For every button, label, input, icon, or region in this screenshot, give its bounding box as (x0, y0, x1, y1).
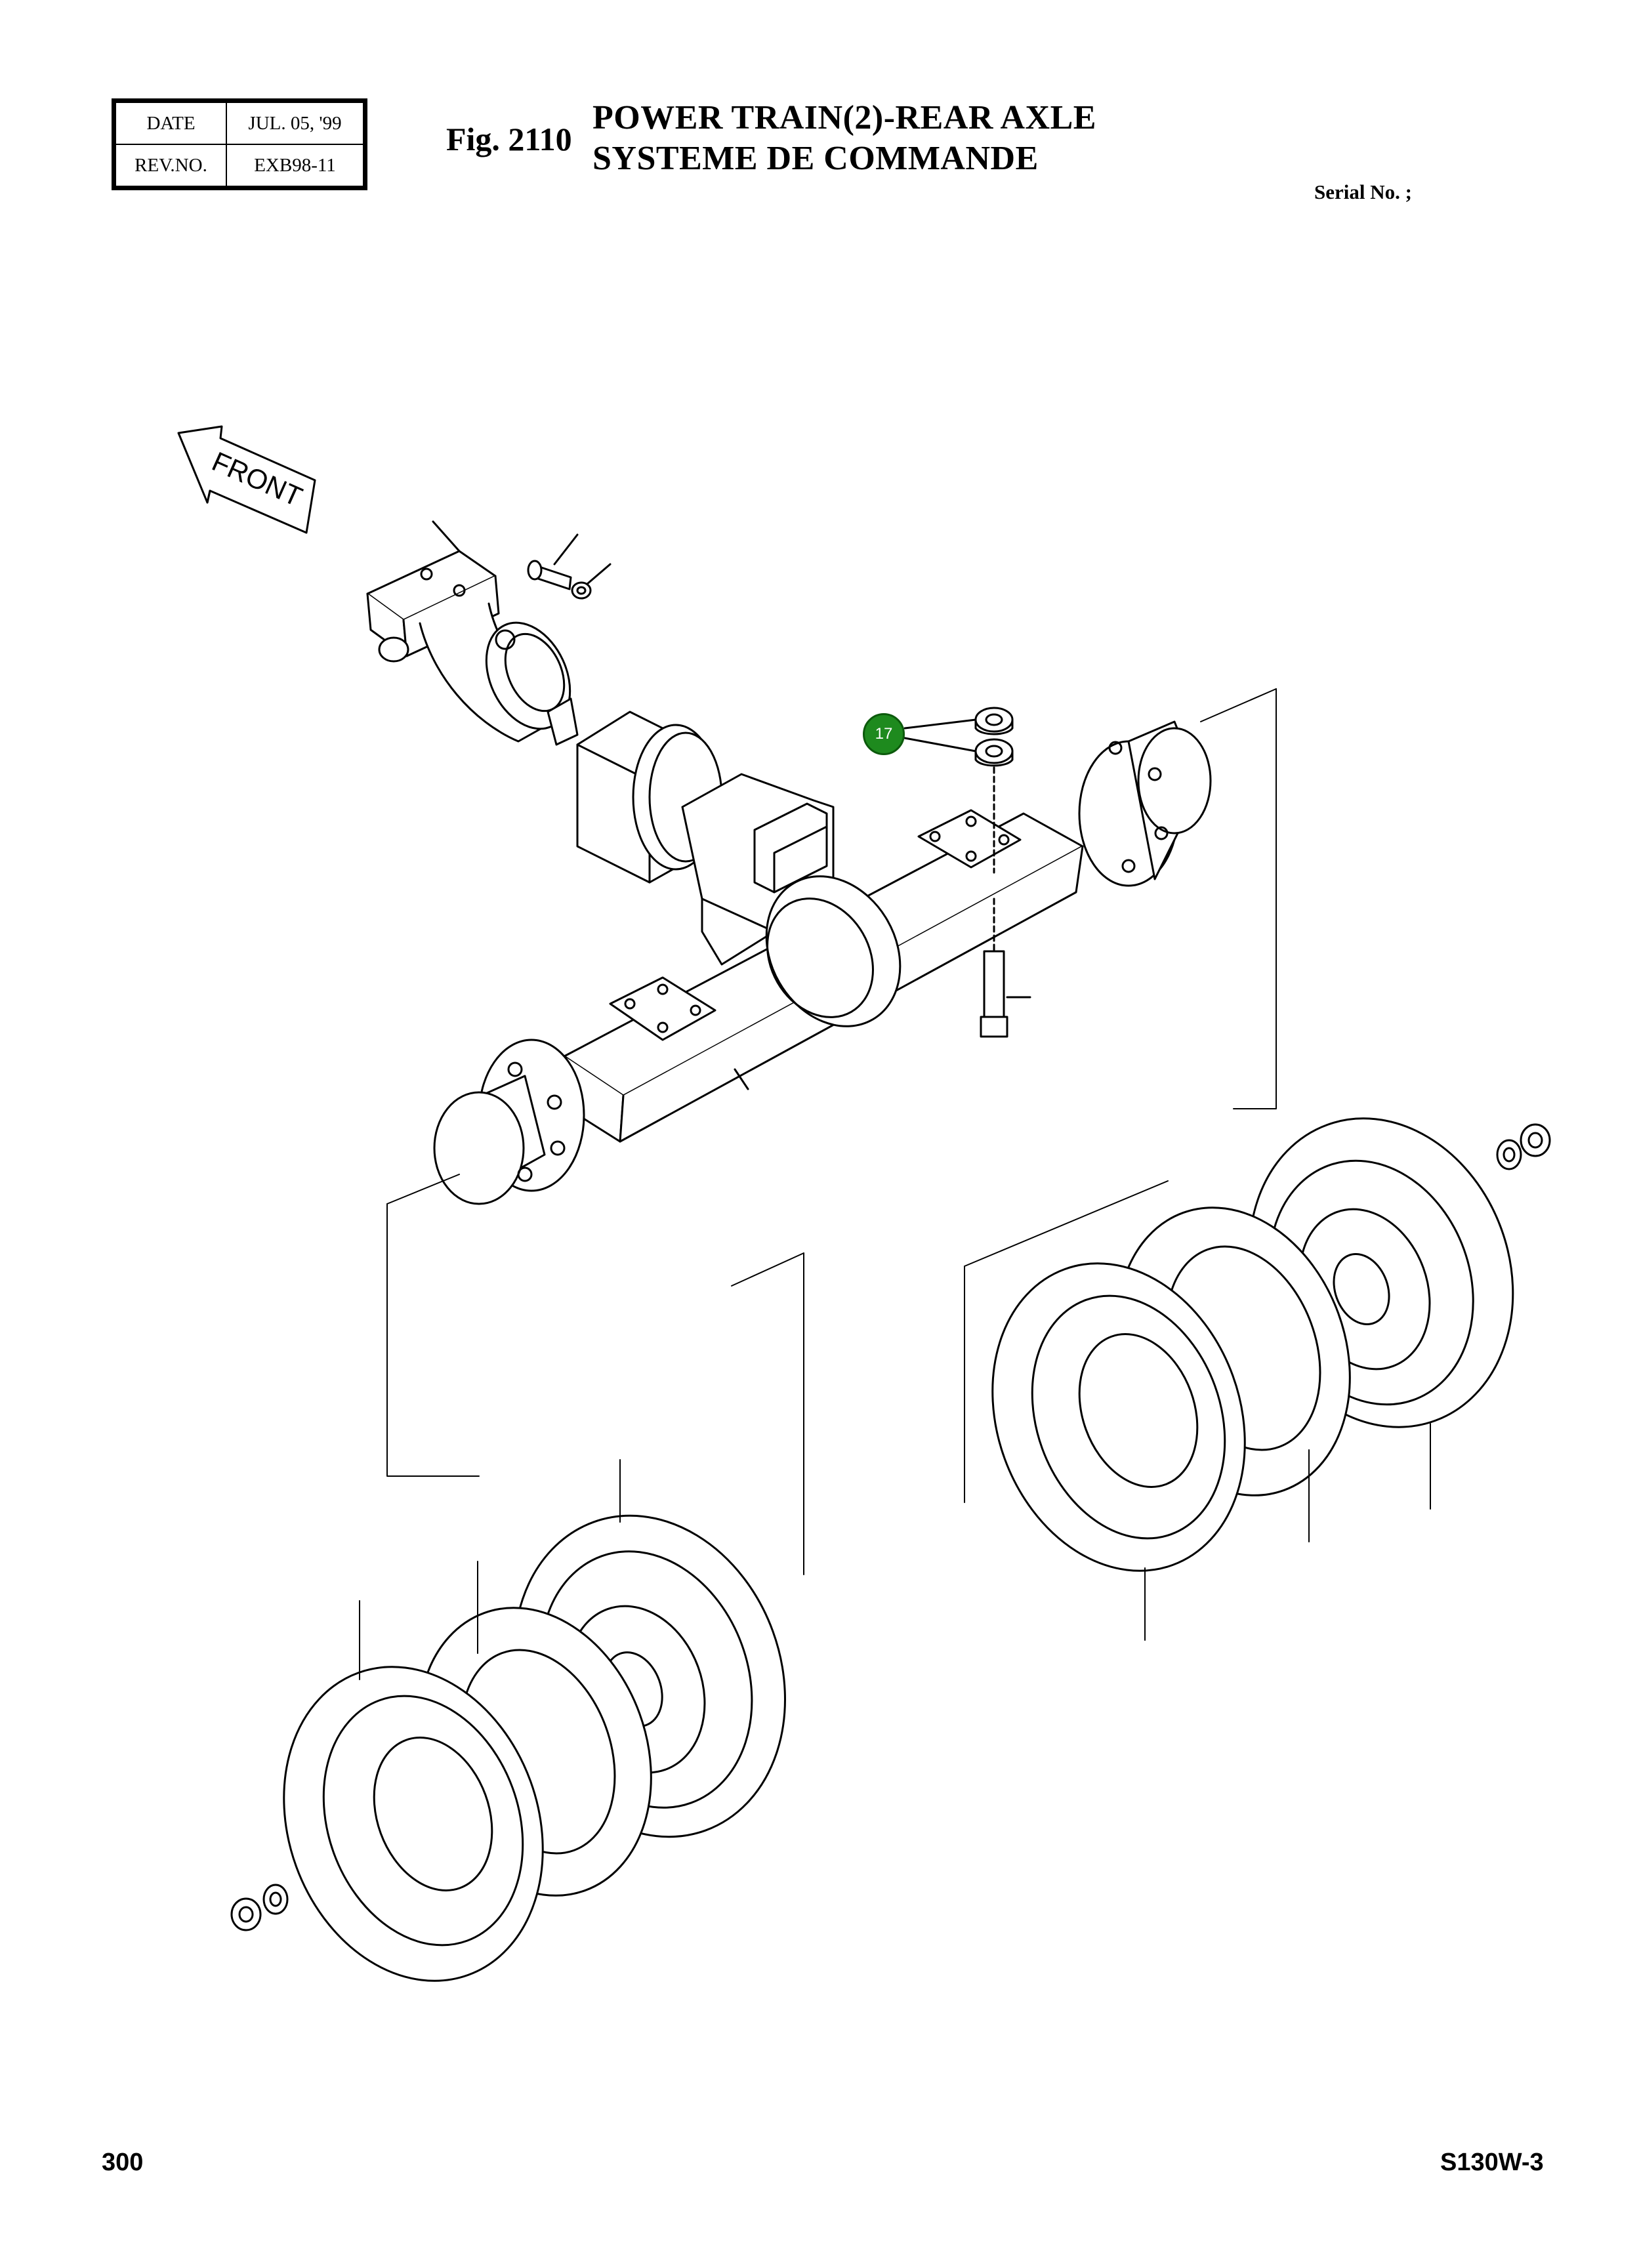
callout-17[interactable]: 17 (863, 713, 905, 755)
figure-title-line2: SYSTEME DE COMMANDE (592, 140, 1039, 177)
figure-number: Fig. 2110 (446, 121, 572, 157)
rev-value: EXB98-11 (226, 144, 364, 187)
right-wheel-group (991, 1117, 1551, 1641)
date-label: DATE (115, 102, 227, 145)
rev-label: REV.NO. (115, 144, 227, 187)
left-wheel-group (230, 1459, 786, 1982)
model-code: S130W-3 (1440, 2149, 1544, 2176)
rear-axle (433, 720, 1212, 1205)
motor-bolt (527, 533, 612, 600)
revision-box: DATE JUL. 05, '99 REV.NO. EXB98-11 (112, 98, 367, 190)
date-value: JUL. 05, '99 (226, 102, 364, 145)
brake-housing (576, 711, 835, 966)
nut-washer-stack (903, 707, 1031, 1038)
page-number: 300 (102, 2149, 144, 2176)
front-arrow: FRONT (177, 425, 316, 534)
figure-title-line1: POWER TRAIN(2)-REAR AXLE (592, 99, 1096, 136)
serial-number: Serial No. ; (1314, 180, 1412, 203)
drive-motor (366, 520, 579, 746)
